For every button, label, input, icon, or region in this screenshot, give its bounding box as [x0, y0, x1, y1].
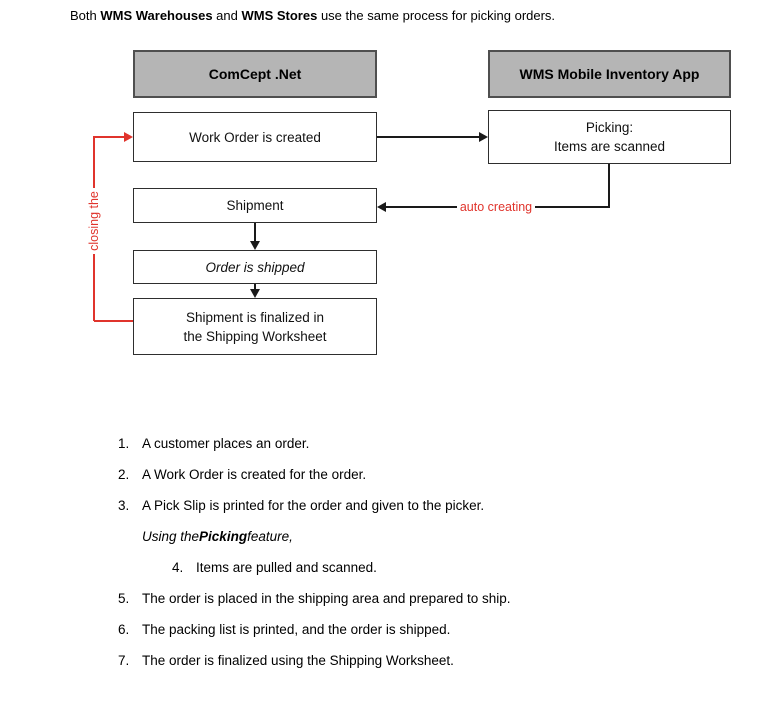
node-finalized-line1: Shipment is finalized in	[185, 309, 325, 325]
step-2: 2. A Work Order is created for the order…	[118, 467, 698, 483]
step-1: 1. A customer places an order.	[118, 436, 698, 452]
arrowhead-down-icon	[250, 289, 260, 298]
step-3: 3. A Pick Slip is printed for the order …	[118, 498, 698, 514]
intro-bold-stores: WMS Stores	[241, 8, 318, 23]
step-5-text: The order is placed in the shipping area…	[142, 591, 511, 606]
node-order-shipped: Order is shipped	[133, 250, 377, 284]
intro-bold-warehouses: WMS Warehouses	[100, 8, 213, 23]
intro-prefix: Both	[70, 8, 101, 23]
closing-the-text: closing the	[87, 188, 101, 254]
node-picking-line2: Items are scanned	[553, 139, 666, 154]
step-7-number: 7.	[118, 653, 130, 668]
step-2-text: A Work Order is created for the order.	[142, 467, 367, 482]
note-prefix: Using the	[142, 529, 200, 544]
node-picking-items-scanned: Picking: Items are scanned	[488, 110, 731, 164]
step-1-text: A customer places an order.	[142, 436, 310, 451]
header-comcept-net-label: ComCept .Net	[208, 66, 302, 82]
note-suffix: feature,	[247, 529, 293, 544]
auto-creating-text: auto creating	[456, 200, 536, 214]
step-3-number: 3.	[118, 498, 130, 513]
header-wms-mobile-inventory-app: WMS Mobile Inventory App	[488, 50, 731, 98]
procedure-steps: 1. A customer places an order. 2. A Work…	[118, 436, 698, 684]
step-6-text: The packing list is printed, and the ord…	[142, 622, 451, 637]
step-5: 5. The order is placed in the shipping a…	[118, 591, 698, 607]
arrowhead-right-icon	[479, 132, 488, 142]
arrowhead-red-right-icon	[124, 132, 133, 142]
intro-suffix: use the same process for picking orders.	[317, 8, 556, 23]
node-work-order-created: Work Order is created	[133, 112, 377, 162]
step-1-number: 1.	[118, 436, 130, 451]
edge-label-auto-creating: auto creating	[436, 200, 556, 214]
edge-label-closing-the: closing the	[87, 181, 101, 261]
node-order-shipped-label: Order is shipped	[205, 259, 305, 275]
node-shipment-label: Shipment	[226, 198, 284, 213]
step-4-text: Items are pulled and scanned.	[196, 560, 377, 575]
step-3-text: A Pick Slip is printed for the order and…	[142, 498, 485, 513]
connector-workorder-to-picking	[377, 136, 479, 138]
connector-closing-top	[94, 136, 124, 138]
arrowhead-down-icon	[250, 241, 260, 250]
step-6-number: 6.	[118, 622, 130, 637]
step-4-number: 4.	[172, 560, 184, 575]
step-6: 6. The packing list is printed, and the …	[118, 622, 698, 638]
node-shipment: Shipment	[133, 188, 377, 223]
intro-middle: and	[212, 8, 242, 23]
step-5-number: 5.	[118, 591, 130, 606]
intro-text: Both WMS Warehouses and WMS Stores use t…	[70, 8, 555, 23]
node-work-order-label: Work Order is created	[189, 129, 321, 145]
connector-shipment-to-ordershipped	[254, 223, 256, 242]
step-7-text: The order is finalized using the Shippin…	[142, 653, 454, 668]
connector-ordershipped-to-finalized	[254, 284, 256, 290]
step-4: 4. Items are pulled and scanned.	[172, 560, 698, 576]
header-wms-mobile-label: WMS Mobile Inventory App	[519, 66, 700, 82]
connector-closing-bottom	[94, 320, 133, 322]
node-picking-line1: Picking:	[585, 120, 634, 135]
step-2-number: 2.	[118, 467, 130, 482]
connector-picking-down	[608, 164, 610, 207]
step-7: 7. The order is finalized using the Ship…	[118, 653, 698, 669]
node-finalized-line2: the Shipping Worksheet	[183, 328, 327, 344]
header-comcept-net: ComCept .Net	[133, 50, 377, 98]
step-note-using-picking: Using the Picking feature,	[142, 529, 698, 545]
node-shipment-finalized: Shipment is finalized in the Shipping Wo…	[133, 298, 377, 355]
arrowhead-left-icon	[377, 202, 386, 212]
note-bold-picking: Picking	[199, 529, 248, 544]
